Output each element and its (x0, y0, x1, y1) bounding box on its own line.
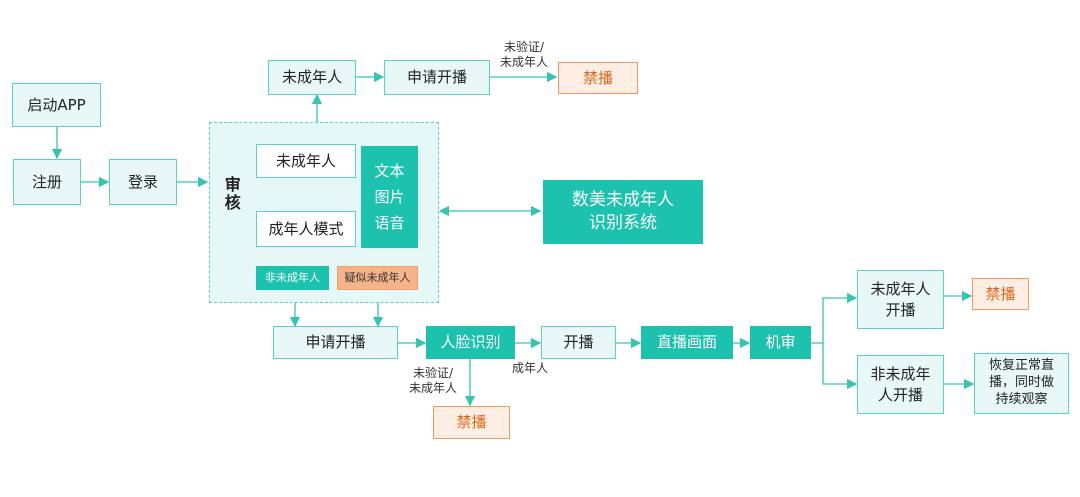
apply-bottom-label: 申请开播 (305, 333, 366, 352)
minor-start-line-1: 未成年人 (870, 280, 931, 299)
adult-mode-node: 成年人模式 (256, 211, 356, 247)
non-minor-start-line-2: 人开播 (877, 385, 923, 404)
face-recognition-node: 人脸识别 (426, 326, 515, 359)
stream-frame-label: 直播画面 (656, 333, 717, 352)
resume-line-3: 持续观察 (995, 391, 1048, 407)
non-minor-start-node: 非未成年 人开播 (857, 355, 944, 414)
edge-label-adult: 成年人 (506, 361, 554, 376)
face-recognition-label: 人脸识别 (440, 333, 501, 352)
content-type-image: 图片 (374, 187, 405, 206)
resume-line-1: 恢复正常直 (988, 358, 1054, 374)
review-label: 审核 (216, 168, 246, 220)
edge-label-unverified-top-2: 未成年人 (499, 55, 548, 69)
ban-right-label: 禁播 (985, 284, 1016, 303)
edge-label-unverified-bottom-2: 未成年人 (408, 381, 457, 395)
start-stream-node: 开播 (541, 326, 616, 359)
content-type-text: 文本 (374, 161, 405, 180)
minor-inner-label: 未成年人 (275, 151, 336, 170)
login-label: 登录 (127, 172, 158, 191)
machine-review-label: 机审 (765, 333, 796, 352)
edge-label-unverified-top: 未验证/ 未成年人 (494, 40, 554, 70)
machine-review-node: 机审 (750, 326, 811, 359)
edge-review-branch-2 (822, 343, 858, 390)
minor-inner-node: 未成年人 (256, 144, 356, 178)
non-minor-tag: 非未成年人 (256, 266, 329, 290)
review-label-text: 审核 (221, 176, 241, 212)
content-types-node: 文本 图片 语音 (361, 146, 418, 248)
resume-line-2: 播，同时做 (988, 375, 1054, 391)
edge-label-adult-text: 成年人 (511, 361, 548, 375)
edge-label-unverified-bottom-1: 未验证/ (412, 366, 454, 380)
apply-bottom-node: 申请开播 (273, 326, 398, 359)
ban-top-node: 禁播 (558, 62, 638, 94)
suspected-minor-tag: 疑似未成年人 (337, 266, 418, 290)
minor-start-line-2: 开播 (885, 300, 916, 319)
ban-bottom-label: 禁播 (456, 413, 487, 432)
apply-top-label: 申请开播 (406, 68, 467, 87)
shumei-system-node: 数美未成年人 识别系统 (543, 180, 703, 244)
start-stream-label: 开播 (563, 333, 594, 352)
register-node: 注册 (13, 159, 81, 205)
edge-label-unverified-bottom: 未验证/ 未成年人 (402, 366, 464, 396)
shumei-line-1: 数美未成年人 (572, 190, 674, 211)
launch-app-node: 启动APP (12, 83, 101, 127)
minor-top-label: 未成年人 (281, 68, 342, 87)
ban-bottom-node: 禁播 (433, 406, 510, 439)
adult-mode-label: 成年人模式 (268, 219, 344, 238)
edge-label-unverified-top-1: 未验证/ (503, 40, 545, 54)
stream-frame-node: 直播画面 (641, 326, 733, 359)
resume-node: 恢复正常直 播，同时做 持续观察 (974, 353, 1069, 414)
ban-right-node: 禁播 (972, 278, 1029, 310)
minor-start-node: 未成年人 开播 (857, 270, 944, 329)
login-node: 登录 (109, 159, 177, 205)
apply-top-node: 申请开播 (384, 60, 490, 95)
edge-review-branch (811, 292, 858, 344)
shumei-line-2: 识别系统 (589, 213, 657, 233)
minor-top-node: 未成年人 (268, 60, 356, 95)
launch-app-label: 启动APP (27, 95, 86, 114)
content-type-audio: 语音 (374, 214, 405, 233)
register-label: 注册 (31, 172, 62, 191)
ban-top-label: 禁播 (582, 68, 613, 87)
suspected-minor-tag-label: 疑似未成年人 (344, 270, 411, 284)
non-minor-start-line-1: 非未成年 (870, 365, 931, 384)
non-minor-tag-label: 非未成年人 (265, 270, 320, 284)
